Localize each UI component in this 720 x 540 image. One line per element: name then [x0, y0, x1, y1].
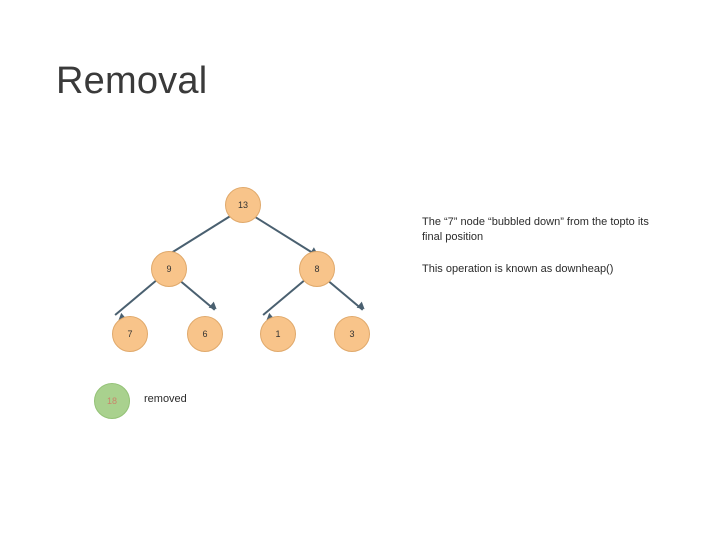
tree-node-6-label: 6	[202, 329, 208, 339]
removed-caption: removed	[144, 393, 187, 405]
tree-node-8[interactable]: 8	[299, 251, 335, 287]
removed-node-18[interactable]: 18	[94, 383, 130, 419]
edge-9-7	[114, 278, 159, 316]
tree-node-7-label: 7	[127, 329, 133, 339]
edge-13-8	[251, 214, 317, 257]
tree-node-1[interactable]: 1	[260, 316, 296, 352]
tree-node-7[interactable]: 7	[112, 316, 148, 352]
edge-9-6-arrowhead	[208, 301, 220, 313]
tree-node-1-label: 1	[275, 329, 281, 339]
removed-node-18-label: 18	[106, 396, 117, 406]
tree-node-6[interactable]: 6	[187, 316, 223, 352]
tree-node-8-label: 8	[314, 264, 320, 274]
tree-node-9[interactable]: 9	[151, 251, 187, 287]
tree-node-13-label: 13	[237, 200, 248, 210]
page-title: Removal	[56, 60, 208, 102]
tree-node-13[interactable]: 13	[225, 187, 261, 223]
tree-node-9-label: 9	[166, 264, 172, 274]
edge-13-9	[167, 214, 233, 257]
tree-node-3[interactable]: 3	[334, 316, 370, 352]
tree-node-3-label: 3	[349, 329, 355, 339]
note-downheap-description: The “7” node “bubbled down” from the top…	[422, 216, 649, 243]
edge-8-1	[262, 278, 307, 316]
edge-8-3-arrowhead	[356, 301, 368, 313]
note-downheap-name: This operation is known as downheap()	[422, 263, 614, 275]
